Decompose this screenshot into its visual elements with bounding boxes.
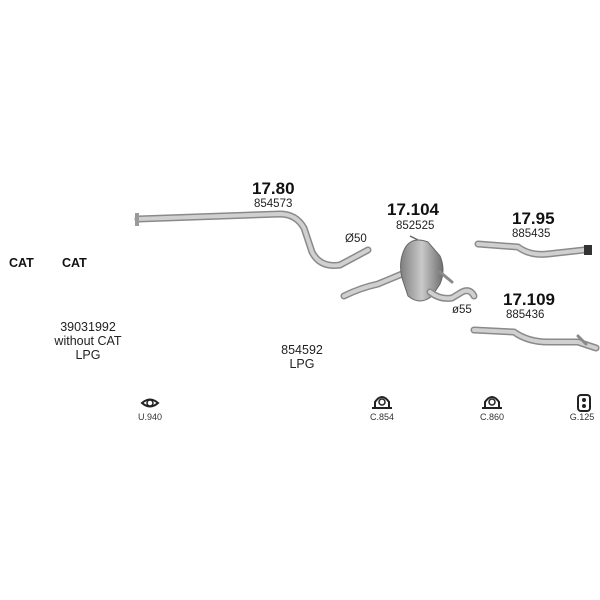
note-left: 39031992 without CAT LPG [38, 320, 138, 362]
note-line: LPG [289, 357, 315, 371]
part-ref: 885436 [506, 309, 545, 321]
part-diameter: ø55 [452, 304, 472, 316]
tailpipe-tip [584, 245, 592, 255]
cat-label: CAT [9, 256, 34, 270]
note-line: without CAT [54, 334, 122, 348]
clamp-icon [482, 396, 502, 409]
tailpipe-17-109 [470, 326, 600, 352]
pipe-flange [135, 213, 139, 226]
accessory-label: C.854 [369, 412, 395, 422]
rubber-mount-icon [577, 394, 591, 412]
part-code: 17.80 [252, 179, 295, 198]
part-code: 17.104 [387, 200, 439, 219]
gasket-icon [140, 398, 160, 408]
pipe-17-80 [134, 210, 372, 269]
note-line: 854592 [281, 343, 323, 357]
part-ref: 854573 [254, 198, 293, 210]
muffler-17-104 [340, 235, 478, 302]
note-middle: 854592 LPG [262, 343, 342, 371]
part-ref: 885435 [512, 228, 551, 240]
clamp-icon [372, 396, 392, 409]
tailpipe-17-95 [474, 240, 592, 258]
note-line: 39031992 [60, 320, 116, 334]
part-code: 17.109 [503, 290, 555, 309]
accessory-label: G.125 [569, 412, 595, 422]
part-diameter: Ø50 [345, 233, 367, 245]
cat-label: CAT [62, 256, 87, 270]
note-line: LPG [75, 348, 101, 362]
accessory-label: U.940 [137, 412, 163, 422]
part-code: 17.95 [512, 209, 555, 228]
accessory-label: C.860 [479, 412, 505, 422]
part-ref: 852525 [396, 220, 435, 232]
